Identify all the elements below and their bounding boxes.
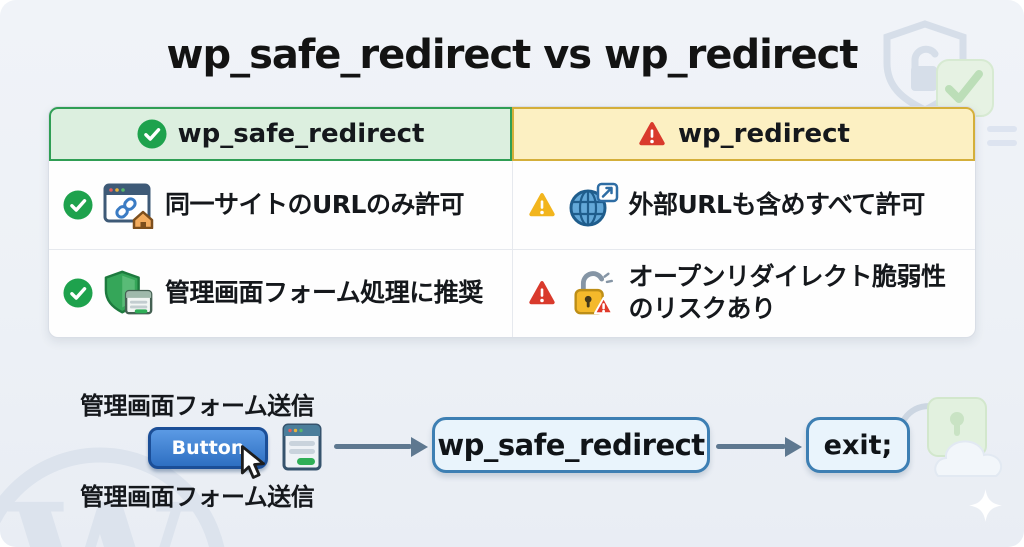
padlock-open-warning-icon <box>573 271 613 315</box>
table-header-row: wp_safe_redirect wp_redirect <box>49 107 975 161</box>
warning-triangle-red-icon <box>528 281 555 305</box>
column-header-safe: wp_safe_redirect <box>49 107 512 161</box>
cell-safe-row1: 同一サイトのURLのみ許可 <box>49 161 512 249</box>
warning-triangle-yellow-icon <box>528 192 555 216</box>
cell-text: 外部URLも含めすべて許可 <box>628 189 926 219</box>
cell-safe-row2: 管理画面フォーム処理に推奨 <box>49 250 512 338</box>
globe-external-link-icon <box>569 182 618 227</box>
form-submit-icon <box>282 423 322 471</box>
flow-node-label: wp_safe_redirect <box>437 428 705 462</box>
cell-text: オープンリダイレクト脆弱性のリスクあり <box>628 261 947 324</box>
table-row: 同一サイトのURLのみ許可 外部URLも含めすべて許可 <box>49 161 975 249</box>
warning-triangle-red-icon <box>639 122 665 146</box>
flow-arrow <box>716 436 802 457</box>
cell-unsafe-row1: 外部URLも含めすべて許可 <box>511 161 976 249</box>
column-header-unsafe-label: wp_redirect <box>678 119 850 149</box>
flow-node-label: exit; <box>823 429 893 461</box>
flow-label-bottom: 管理画面フォーム送信 <box>80 483 315 511</box>
cursor-icon <box>240 445 265 479</box>
cell-text: 管理画面フォーム処理に推奨 <box>165 278 483 307</box>
sparkle-icon <box>969 489 1002 522</box>
demo-button-label: Button <box>171 437 245 459</box>
demo-button: Button <box>148 427 268 469</box>
cell-unsafe-row2: オープンリダイレクト脆弱性のリスクあり <box>511 249 976 337</box>
page-title: wp_safe_redirect vs wp_redirect <box>166 32 858 78</box>
check-circle-icon <box>137 119 167 149</box>
column-header-safe-label: wp_safe_redirect <box>177 119 425 149</box>
flow-label-top: 管理画面フォーム送信 <box>80 392 315 420</box>
cell-text: 同一サイトのURLのみ許可 <box>165 189 464 219</box>
flow-node-exit: exit; <box>806 417 910 473</box>
comparison-table: wp_safe_redirect wp_redirect <box>48 106 976 338</box>
flow-node-wp-safe-redirect: wp_safe_redirect <box>432 417 710 473</box>
flow-arrow <box>334 436 428 457</box>
column-header-unsafe: wp_redirect <box>512 107 975 161</box>
check-circle-icon <box>63 278 93 308</box>
browser-link-home-icon <box>103 183 154 229</box>
shield-form-icon <box>104 270 153 315</box>
check-circle-icon <box>63 190 93 220</box>
table-row: 管理画面フォーム処理に推奨 オープンリダイ <box>49 248 976 338</box>
